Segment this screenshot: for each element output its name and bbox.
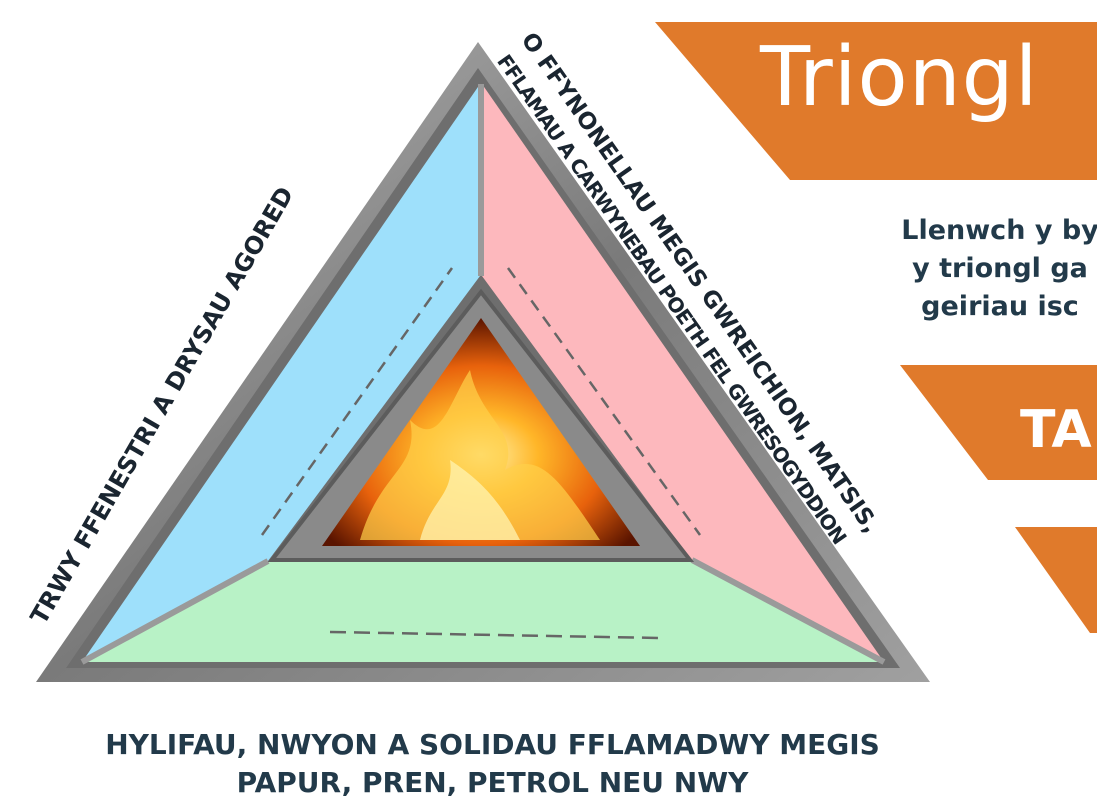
tab-label: TA — [1020, 400, 1092, 460]
instruction-line-1: Llenwch y by — [901, 215, 1097, 246]
tab-banner-1 — [900, 365, 1097, 480]
divider-left — [80, 558, 270, 665]
page-title: Triongl — [760, 30, 1039, 125]
instruction-line-3: geiriau isc — [921, 291, 1079, 322]
tab-banner-2 — [1015, 527, 1097, 633]
answer-line-oxygen — [260, 267, 454, 536]
segment-heat — [482, 84, 884, 662]
instructions: Llenwch y by y triongl ga geiriau isc — [790, 212, 1097, 326]
fuel-label-line-1: HYLIFAU, NWYON A SOLIDAU FFLAMADWY MEGIS — [105, 728, 880, 761]
divider-right — [690, 557, 886, 665]
fuel-label-line-2: PAPUR, PREN, PETROL NEU NWY — [236, 766, 749, 799]
answer-line-heat — [506, 267, 702, 536]
title-banner — [655, 22, 1097, 180]
segment-oxygen — [82, 84, 480, 662]
segment-fuel — [82, 560, 884, 662]
flame-core — [420, 460, 520, 540]
answer-line-fuel — [329, 630, 661, 640]
flame-shapes — [360, 370, 600, 540]
instruction-line-2: y triongl ga — [912, 253, 1088, 284]
